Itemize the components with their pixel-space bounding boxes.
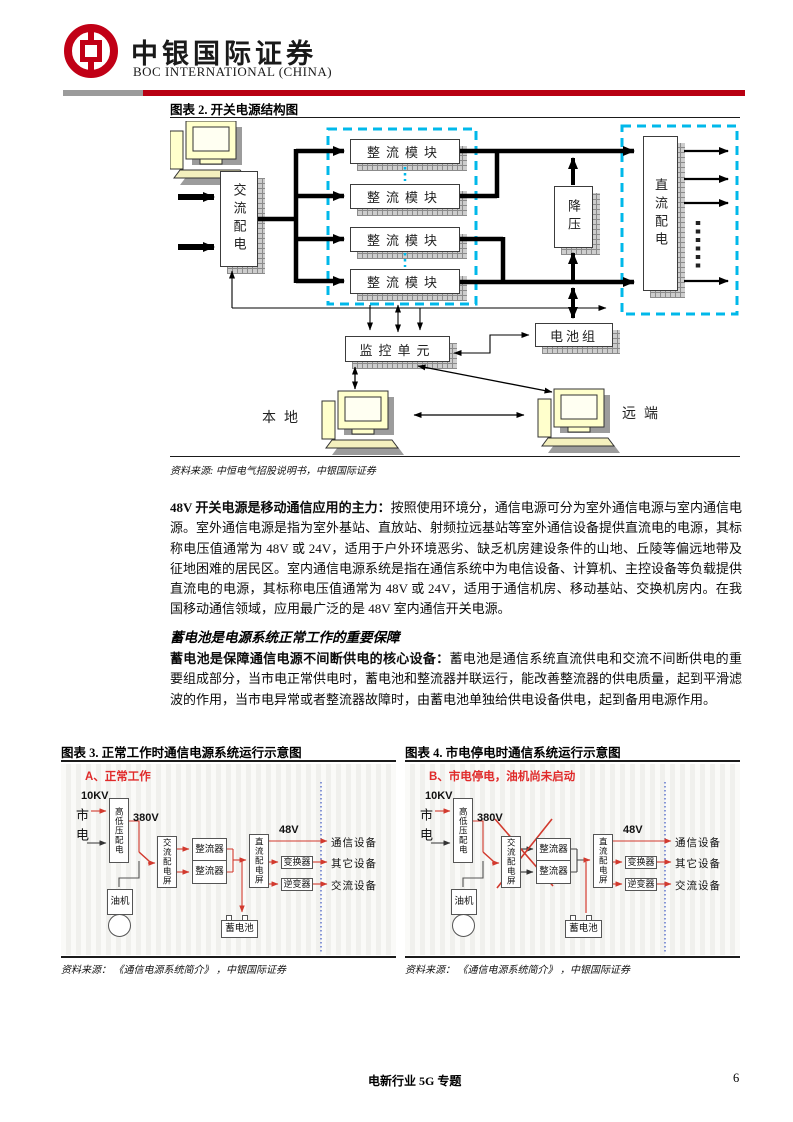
box-rectifier-module-4: 整流模块 [350, 269, 460, 294]
fig3-box-hv-dist: 高低压配电 [109, 798, 129, 863]
fig4-wiring-svg [431, 782, 672, 952]
pc-local-icon [321, 390, 405, 456]
paragraph-battery-lead: 蓄电池是保障通信电源不间断供电的核心设备： [170, 651, 450, 666]
box-rectifier-module-3: 整流模块 [350, 227, 460, 252]
fig4-box-dc-panel: 直流配电屏 [593, 834, 613, 888]
box-rectifier-module-2: 整流模块 [350, 184, 460, 209]
figure4-source: 资料来源： 《通信电源系统简介》 ，中银国际证券 [405, 965, 630, 976]
figure2-rule-top [170, 117, 740, 118]
figure2-title: 图表 2. 开关电源结构图 [170, 103, 299, 117]
fig3-mains-label: 市电 [74, 808, 89, 848]
fig3-panel: A、正常工作 10KV 市电 高低压配电 380V 交流配电屏 整流器 整流器 … [61, 764, 396, 955]
fig4-panel: B、市电停电，油机尚未启动 10KV 市电 高低压配电 380V 交流配电屏 整… [405, 764, 740, 955]
fig3-box-rectifier-2: 整流器 [192, 860, 227, 884]
paragraph-48v-lead: 48V 开关电源是移动通信应用的主力： [170, 500, 391, 515]
fig2-diagram: 交流配电 整流模块 整流模块 整流模块 整流模块 降压 直流配电 电池组 监控单… [170, 121, 745, 456]
fig3-380v-label: 380V [133, 812, 159, 824]
fig3-48v-label: 48V [279, 824, 299, 836]
figure4-title: 图表 4. 市电停电时通信系统运行示意图 [405, 746, 621, 760]
fig4-10kv-label: 10KV [425, 790, 453, 802]
fig4-mains-label: 市电 [418, 808, 433, 848]
section-heading-battery: 蓄电池是电源系统正常工作的重要保障 [170, 630, 400, 645]
fig4-scenario-label: B、市电停电，油机尚未启动 [429, 771, 576, 783]
figure4-rule-bottom [405, 956, 740, 958]
fig4-box-genset: 油机 [451, 889, 477, 915]
fig4-box-rectifier-2: 整流器 [536, 860, 571, 884]
fig3-box-dc-panel: 直流配电屏 [249, 834, 269, 888]
pc-remote-icon [537, 388, 621, 454]
fig4-box-rectifier-1: 整流器 [536, 838, 571, 861]
fig3-load-other: 其它设备 [331, 859, 377, 870]
header-bar-red [143, 90, 745, 96]
fig4-380v-label: 380V [477, 812, 503, 824]
fig3-genset-circle [108, 914, 131, 937]
figure3-rule-bottom [61, 956, 396, 958]
figure3-source: 资料来源： 《通信电源系统简介》 ，中银国际证券 [61, 965, 286, 976]
fig4-load-comm: 通信设备 [675, 838, 721, 849]
box-battery-group: 电池组 [535, 323, 613, 347]
paragraph-battery-text: 蓄电池是通信系统直流供电和交流不间断供电的重要组成部分，当市电正常供电时，蓄电池… [170, 651, 743, 707]
box-buck: 降压 [554, 186, 593, 248]
box-rectifier-module-1: 整流模块 [350, 139, 460, 164]
box-ac-distribution: 交流配电 [220, 171, 258, 267]
brand-en: BOC INTERNATIONAL (CHINA) [133, 64, 333, 79]
paragraph-48v: 48V 开关电源是移动通信应用的主力：按照使用环境分，通信电源可分为室外通信电源… [170, 498, 742, 620]
box-monitor-unit: 监控单元 [345, 336, 450, 362]
fig3-scenario-label: A、正常工作 [85, 771, 151, 783]
label-remote: 远端 [622, 405, 666, 421]
footer-doc-title: 电新行业 5G 专题 [368, 1074, 462, 1088]
fig3-box-genset: 油机 [107, 889, 133, 915]
fig3-box-inverter: 逆变器 [281, 878, 313, 891]
fig3-load-comm: 通信设备 [331, 838, 377, 849]
boc-emblem-icon [63, 23, 119, 79]
box-dc-distribution: 直流配电 [643, 136, 678, 291]
figure4-rule-top [405, 760, 740, 762]
fig4-box-inverter: 逆变器 [625, 878, 657, 891]
figure2-rule-bottom [170, 456, 740, 457]
fig3-box-converter: 变换器 [281, 856, 313, 869]
fig4-load-other: 其它设备 [675, 859, 721, 870]
fig3-10kv-label: 10KV [81, 790, 109, 802]
fig3-box-rectifier-1: 整流器 [192, 838, 227, 861]
figure3-rule-top [61, 760, 396, 762]
fig4-genset-circle [452, 914, 475, 937]
fig3-wiring-svg [87, 782, 328, 952]
figure2-source: 资料来源: 中恒电气招股说明书，中银国际证券 [170, 466, 376, 477]
fig4-box-battery: 蓄电池 [565, 920, 602, 938]
fig3-load-ac: 交流设备 [331, 881, 377, 892]
fig4-48v-label: 48V [623, 824, 643, 836]
paragraph-battery: 蓄电池是保障通信电源不间断供电的核心设备：蓄电池是通信系统直流供电和交流不间断供… [170, 649, 742, 710]
fig4-load-ac: 交流设备 [675, 881, 721, 892]
figure3-title: 图表 3. 正常工作时通信电源系统运行示意图 [61, 746, 302, 760]
fig4-box-ac-panel: 交流配电屏 [501, 836, 521, 888]
paragraph-48v-text: 按照使用环境分，通信电源可分为室外通信电源与室内通信电源。室外通信电源是指为室外… [170, 500, 743, 617]
fig3-box-battery: 蓄电池 [221, 920, 258, 938]
label-local: 本地 [262, 409, 306, 425]
fig3-box-ac-panel: 交流配电屏 [157, 836, 177, 888]
footer-page-number: 6 [733, 1071, 740, 1085]
fig4-box-hv-dist: 高低压配电 [453, 798, 473, 863]
brand-cn: 中银国际证券 [131, 39, 317, 69]
fig4-box-converter: 变换器 [625, 856, 657, 869]
header-bar-gray [63, 90, 143, 96]
